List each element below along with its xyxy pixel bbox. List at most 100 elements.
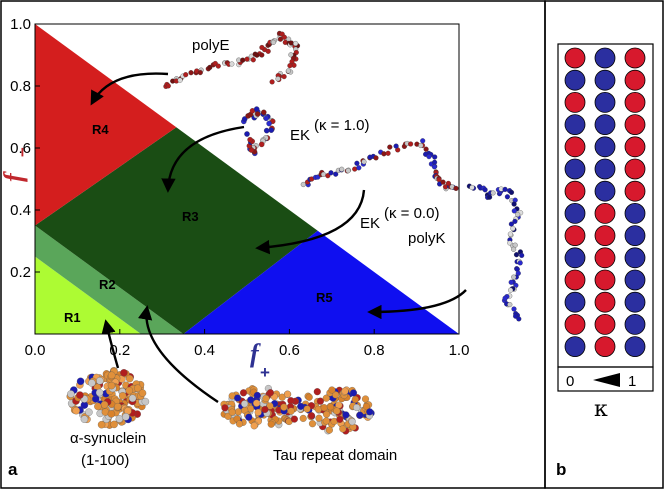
atom xyxy=(487,194,493,200)
atom xyxy=(288,52,294,58)
y-axis-label: f xyxy=(0,171,28,182)
sequence-bead xyxy=(564,136,586,158)
atom xyxy=(122,413,130,421)
atom xyxy=(268,127,275,133)
atom xyxy=(115,415,124,423)
sequence-bead xyxy=(564,313,586,335)
atom xyxy=(507,302,513,308)
atom xyxy=(267,420,275,428)
atom xyxy=(261,109,267,116)
atom xyxy=(95,388,104,397)
atom xyxy=(322,417,330,425)
atom xyxy=(469,184,475,191)
sequence-bead xyxy=(594,202,616,224)
sequence-bead xyxy=(594,92,616,113)
atom xyxy=(120,369,128,377)
atom xyxy=(353,403,361,412)
atom xyxy=(326,403,334,411)
atom xyxy=(107,371,116,380)
y-tick-label: 0.4 xyxy=(10,202,31,219)
atom xyxy=(519,252,525,258)
atom xyxy=(207,64,213,70)
atom xyxy=(333,171,339,177)
atom xyxy=(426,154,432,160)
atom xyxy=(313,388,321,396)
atom xyxy=(366,408,374,416)
atom xyxy=(76,391,84,399)
x-tick-label: 0.6 xyxy=(279,342,300,359)
region-label-r4: R4 xyxy=(92,122,109,137)
atom xyxy=(328,386,336,394)
plot-frame xyxy=(34,23,460,335)
ek1-label-sup: (κ = 1.0) xyxy=(314,117,369,134)
panel-b-label: b xyxy=(556,460,566,479)
atom xyxy=(511,306,517,312)
atom xyxy=(299,414,307,422)
atom xyxy=(250,422,258,430)
atom xyxy=(510,225,516,232)
atom xyxy=(490,190,496,196)
polyK-label: polyK xyxy=(408,230,446,247)
sequence-bead xyxy=(564,114,586,135)
sequence-bead xyxy=(564,202,586,224)
atom xyxy=(253,399,261,407)
atom xyxy=(280,403,288,411)
atom xyxy=(88,379,96,387)
atom xyxy=(423,146,429,152)
atom xyxy=(265,48,271,54)
sequence-bead xyxy=(564,225,586,247)
sequence-bead xyxy=(624,202,646,224)
region-label-r5: R5 xyxy=(316,290,333,305)
atom xyxy=(245,413,253,421)
atom xyxy=(125,374,134,383)
atom xyxy=(263,127,270,134)
atom xyxy=(511,208,517,214)
atom xyxy=(502,295,508,301)
kappa-label: κ xyxy=(594,397,608,422)
x-tick-label: 0.0 xyxy=(25,342,46,359)
sequence-bead xyxy=(564,92,586,113)
atom xyxy=(275,76,281,82)
sequence-bead xyxy=(624,269,646,291)
atom xyxy=(511,246,517,252)
atom xyxy=(511,274,517,280)
atom xyxy=(85,408,93,416)
atom xyxy=(517,260,523,266)
sequence-bead-columns xyxy=(564,47,646,358)
atom xyxy=(266,120,272,127)
y-tick-label: 1.0 xyxy=(10,16,31,33)
x-tick-label: 0.8 xyxy=(364,342,385,359)
atom xyxy=(234,408,242,416)
kappa-scale-min: 0 xyxy=(566,373,574,390)
sequence-bead xyxy=(624,180,646,202)
atom xyxy=(244,56,250,62)
atom xyxy=(263,115,269,122)
atom xyxy=(420,138,426,144)
panel-b-frame xyxy=(544,0,664,489)
atom xyxy=(342,411,350,419)
atom xyxy=(278,393,286,401)
arrow-asyn xyxy=(101,319,120,369)
panel-a-label: a xyxy=(8,460,18,479)
ek0-label: EK xyxy=(360,215,380,232)
atom xyxy=(266,389,274,397)
ek1-label: EK xyxy=(290,127,310,144)
atom xyxy=(362,402,370,411)
sequence-bead xyxy=(624,247,646,269)
y-ticks: 0.20.40.60.81.0 xyxy=(10,16,40,281)
atom xyxy=(508,221,514,227)
atom xyxy=(107,381,116,390)
atom xyxy=(165,83,171,89)
atom xyxy=(253,391,261,399)
sequence-bead xyxy=(594,225,616,247)
atom xyxy=(141,397,150,406)
atom xyxy=(183,72,189,78)
atom xyxy=(259,52,265,58)
sequence-bead xyxy=(624,158,646,180)
arrow-polyK xyxy=(367,289,467,320)
atom xyxy=(128,394,137,403)
sequence-bead xyxy=(624,92,646,113)
atom xyxy=(325,173,331,179)
atom xyxy=(261,405,269,414)
